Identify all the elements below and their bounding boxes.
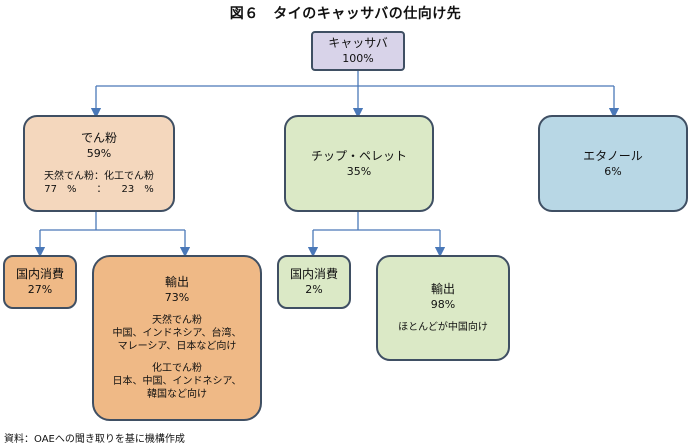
- starch-export-name: 輸出: [164, 275, 189, 289]
- node-chips-domestic: 国内消費 2%: [277, 255, 351, 309]
- root-node-cassava: キャッサバ 100%: [311, 31, 405, 71]
- ethanol-name: エタノール: [583, 148, 643, 163]
- native-starch-line1: 中国、インドネシア、台湾、: [112, 328, 242, 339]
- root-value: 100%: [342, 52, 374, 65]
- starch-split-values: 77 % ： 23 %: [44, 184, 154, 195]
- modified-starch-title: 化工でん粉: [152, 363, 202, 374]
- node-chips-export: 輸出 98% ほとんどが中国向け: [376, 255, 510, 361]
- native-starch-line2: マレーシア、日本など向け: [117, 341, 237, 352]
- chips-export-name: 輸出: [430, 282, 455, 296]
- modified-starch-line1: 日本、中国、インドネシア、: [112, 376, 242, 387]
- node-starch-export: 輸出 73% 天然でん粉 中国、インドネシア、台湾、 マレーシア、日本など向け …: [92, 255, 262, 421]
- node-chips-pellets: チップ・ペレット 35%: [284, 115, 434, 212]
- starch-domestic-value: 27%: [27, 283, 53, 296]
- chips-name: チップ・ペレット: [310, 148, 407, 163]
- node-starch: でん粉 59% 天然でん粉：化工でん粉 77 % ： 23 %: [23, 115, 175, 212]
- chips-export-value: 98%: [430, 298, 456, 311]
- diagram-title: 図６ タイのキャッサバの仕向け先: [229, 6, 462, 22]
- modified-starch-line2: 韓国など向け: [147, 389, 207, 400]
- starch-domestic-name: 国内消費: [15, 267, 64, 281]
- node-starch-domestic: 国内消費 27%: [3, 255, 77, 309]
- chips-domestic-name: 国内消費: [289, 267, 338, 281]
- native-starch-title: 天然でん粉: [152, 315, 202, 326]
- ethanol-value: 6%: [604, 164, 622, 178]
- chips-domestic-value: 2%: [305, 283, 323, 296]
- starch-value: 59%: [86, 147, 112, 160]
- chips-value: 35%: [346, 164, 372, 178]
- chips-export-note: ほとんどが中国向け: [398, 322, 488, 333]
- node-ethanol: エタノール 6%: [538, 115, 688, 212]
- source-note: 資料：OAEへの聞き取りを基に機構作成: [4, 434, 185, 445]
- starch-split-label: 天然でん粉：化工でん粉: [44, 171, 154, 182]
- starch-export-value: 73%: [164, 291, 190, 304]
- root-name: キャッサバ: [328, 36, 388, 50]
- starch-name: でん粉: [80, 131, 117, 145]
